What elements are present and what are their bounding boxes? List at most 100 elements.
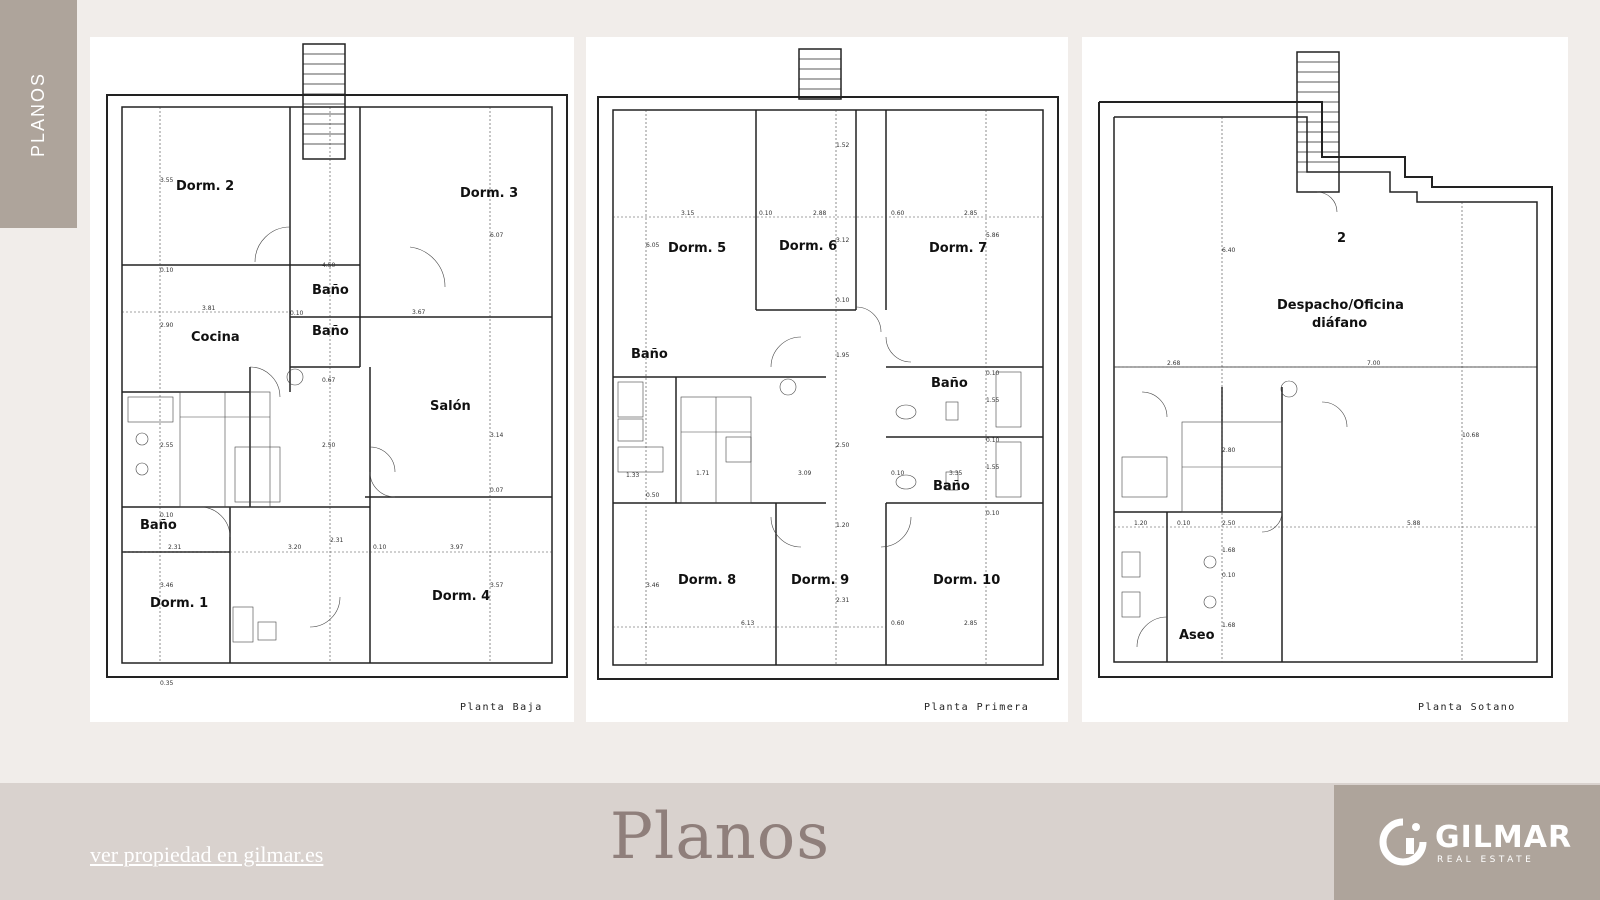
svg-text:6.40: 6.40 [1222, 247, 1236, 254]
plan-caption: Planta Primera [924, 702, 1029, 713]
svg-text:0.10: 0.10 [986, 370, 1000, 377]
svg-text:0.10: 0.10 [836, 297, 850, 304]
room-label: 2 [1337, 231, 1346, 246]
svg-text:3.35: 3.35 [949, 470, 963, 477]
footer-bar [0, 783, 1600, 900]
svg-text:1.52: 1.52 [836, 142, 850, 149]
svg-text:0.10: 0.10 [891, 470, 905, 477]
floor-plan-drawing: Dorm. 5 Dorm. 6 Dorm. 7 Baño Baño Baño D… [597, 48, 1059, 713]
room-label: Dorm. 3 [460, 186, 518, 201]
room-label: Dorm. 1 [150, 596, 208, 611]
svg-text:2.68: 2.68 [1167, 360, 1181, 367]
plan-caption: Planta Sotano [1418, 702, 1516, 713]
svg-text:3.14: 3.14 [490, 432, 504, 439]
gilmar-logo-icon [1379, 818, 1427, 866]
svg-text:3.46: 3.46 [646, 582, 660, 589]
room-label: Dorm. 10 [933, 573, 1000, 588]
svg-text:2.85: 2.85 [964, 620, 978, 627]
side-tab-label: PLANOS [28, 71, 48, 157]
svg-text:0.10: 0.10 [160, 512, 174, 519]
svg-text:6.07: 6.07 [490, 232, 504, 239]
floor-plan-drawing: 2 Despacho/Oficina diáfano Aseo 6.40 2.6… [1098, 51, 1553, 713]
room-label: Aseo [1179, 628, 1215, 643]
svg-text:2.50: 2.50 [322, 442, 336, 449]
room-label: Baño [931, 376, 968, 391]
svg-text:3.81: 3.81 [202, 305, 216, 312]
svg-text:3.09: 3.09 [798, 470, 812, 477]
page-title: Planos [609, 800, 831, 874]
svg-text:1.20: 1.20 [1134, 520, 1148, 527]
svg-text:6.05: 6.05 [646, 242, 660, 249]
room-label: Despacho/Oficina [1277, 298, 1404, 313]
svg-text:2.31: 2.31 [168, 544, 182, 551]
room-label: diáfano [1312, 316, 1367, 331]
floor-plan-planta-baja: Dorm. 2 Dorm. 3 Baño Baño Cocina Salón B… [90, 37, 574, 722]
svg-text:0.10: 0.10 [986, 437, 1000, 444]
svg-text:6.13: 6.13 [741, 620, 755, 627]
svg-text:0.67: 0.67 [322, 377, 336, 384]
measure-labels: 3.15 0.10 2.88 0.60 2.85 6.05 1.52 3.12 … [626, 142, 1000, 627]
room-label: Dorm. 6 [779, 239, 837, 254]
svg-text:2.88: 2.88 [813, 210, 827, 217]
room-label: Dorm. 7 [929, 241, 987, 256]
measure-labels: 6.40 2.68 7.00 10.68 2.80 1.20 0.10 2.50… [1134, 247, 1479, 629]
floor-plan-planta-primera: Dorm. 5 Dorm. 6 Dorm. 7 Baño Baño Baño D… [586, 37, 1068, 722]
svg-text:1.33: 1.33 [626, 472, 640, 479]
svg-text:1.95: 1.95 [836, 352, 850, 359]
view-property-link[interactable]: ver propiedad en gilmar.es [90, 842, 324, 867]
svg-text:0.10: 0.10 [373, 544, 387, 551]
svg-text:7.00: 7.00 [1367, 360, 1381, 367]
svg-text:2.50: 2.50 [1222, 520, 1236, 527]
room-label: Dorm. 4 [432, 589, 490, 604]
brand-name: GILMAR [1435, 820, 1573, 855]
svg-text:5.86: 5.86 [986, 232, 1000, 239]
svg-text:1.71: 1.71 [696, 470, 710, 477]
svg-text:1.68: 1.68 [1222, 622, 1236, 629]
svg-text:1.20: 1.20 [836, 522, 850, 529]
svg-text:2.50: 2.50 [836, 442, 850, 449]
floor-plan-drawing: Dorm. 2 Dorm. 3 Baño Baño Cocina Salón B… [106, 43, 568, 713]
room-label: Baño [312, 283, 349, 298]
svg-text:0.10: 0.10 [759, 210, 773, 217]
measure-labels: 3.55 0.10 2.90 3.81 4.50 6.07 3.67 0.10 … [160, 177, 504, 687]
svg-text:0.07: 0.07 [490, 487, 504, 494]
svg-text:2.80: 2.80 [1222, 447, 1236, 454]
svg-text:0.35: 0.35 [160, 680, 174, 687]
svg-text:5.88: 5.88 [1407, 520, 1421, 527]
room-label: Baño [140, 518, 177, 533]
svg-text:2.31: 2.31 [836, 597, 850, 604]
room-label: Dorm. 8 [678, 573, 736, 588]
room-label: Dorm. 5 [668, 241, 726, 256]
svg-text:2.85: 2.85 [964, 210, 978, 217]
svg-text:0.60: 0.60 [891, 620, 905, 627]
svg-text:3.12: 3.12 [836, 237, 850, 244]
svg-text:2.31: 2.31 [330, 537, 344, 544]
svg-text:3.67: 3.67 [412, 309, 426, 316]
svg-text:3.20: 3.20 [288, 544, 302, 551]
svg-text:1.68: 1.68 [1222, 547, 1236, 554]
brand-box [1334, 785, 1600, 900]
room-label: Baño [312, 324, 349, 339]
svg-text:0.10: 0.10 [1222, 572, 1236, 579]
svg-text:2.55: 2.55 [160, 442, 174, 449]
svg-text:3.57: 3.57 [490, 582, 504, 589]
svg-text:3.97: 3.97 [450, 544, 464, 551]
svg-text:0.50: 0.50 [646, 492, 660, 499]
svg-text:1.55: 1.55 [986, 464, 1000, 471]
brand-subtitle: REAL ESTATE [1437, 855, 1535, 865]
svg-text:3.55: 3.55 [160, 177, 174, 184]
svg-text:0.10: 0.10 [1177, 520, 1191, 527]
room-label: Dorm. 2 [176, 179, 234, 194]
svg-text:0.10: 0.10 [290, 310, 304, 317]
svg-text:1.55: 1.55 [986, 397, 1000, 404]
svg-text:0.60: 0.60 [891, 210, 905, 217]
room-label: Cocina [191, 330, 240, 345]
svg-text:4.50: 4.50 [322, 262, 336, 269]
svg-text:3.15: 3.15 [681, 210, 695, 217]
svg-text:3.46: 3.46 [160, 582, 174, 589]
svg-text:0.10: 0.10 [986, 510, 1000, 517]
room-label: Baño [631, 347, 668, 362]
room-label: Dorm. 9 [791, 573, 849, 588]
svg-text:10.68: 10.68 [1462, 432, 1479, 439]
svg-text:2.90: 2.90 [160, 322, 174, 329]
